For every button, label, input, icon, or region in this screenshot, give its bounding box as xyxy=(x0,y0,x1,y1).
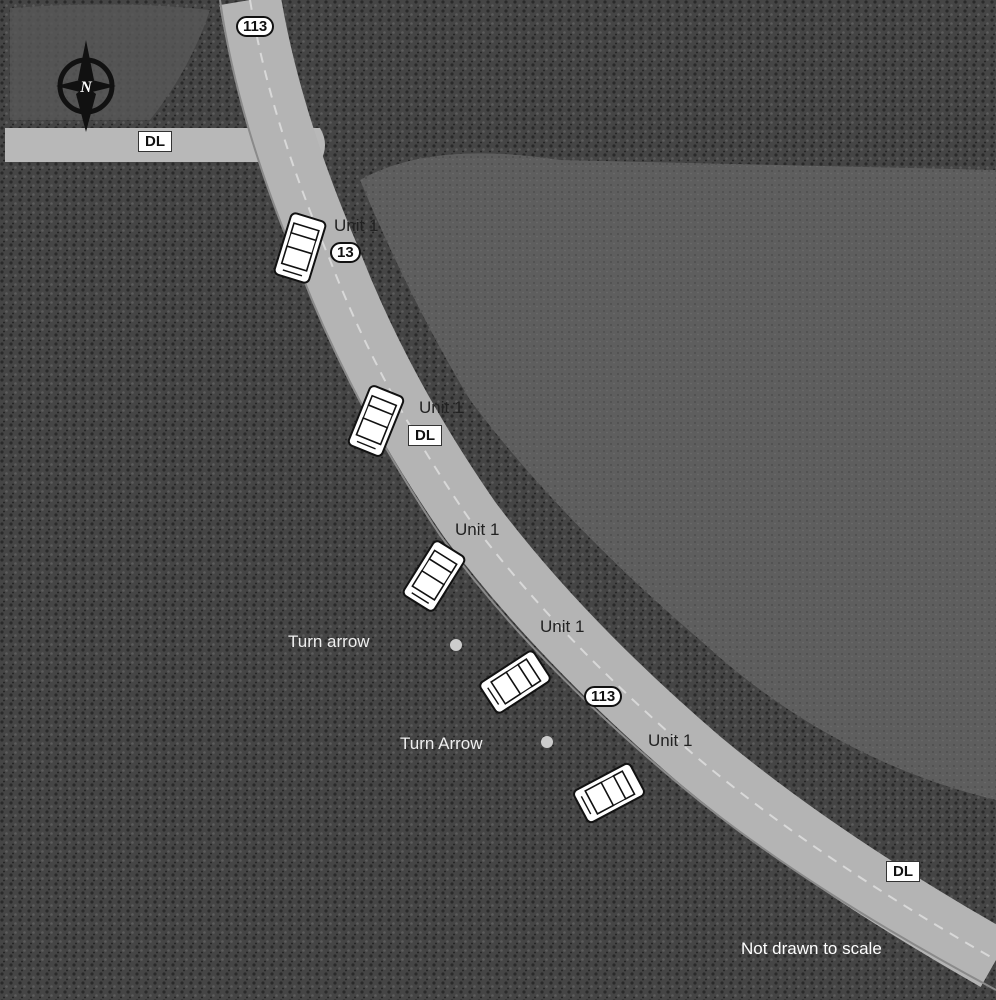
route-shield-113-mid: 113 xyxy=(584,686,623,707)
vehicle-label: Unit 1 xyxy=(540,617,585,636)
route-shield-113-top: 113 xyxy=(236,16,275,37)
scale-footnote: Not drawn to scale xyxy=(741,939,882,958)
dl-label-left: DL xyxy=(138,131,172,152)
road-center-line xyxy=(249,0,996,961)
turn-arrow-label-2: Turn Arrow xyxy=(400,734,483,753)
vehicle-label: Unit 1 xyxy=(455,520,500,539)
vehicle-label: Unit 1 xyxy=(419,398,464,417)
compass-icon: N xyxy=(56,40,116,132)
turn-arrow-label-1: Turn arrow xyxy=(288,632,370,651)
vehicle-label: Unit 1 xyxy=(334,216,379,235)
field-area xyxy=(360,153,996,801)
route-shield-13: 13 xyxy=(330,242,361,263)
dl-label-bottom: DL xyxy=(886,861,920,882)
compass-letter: N xyxy=(79,79,93,96)
dl-label-mid: DL xyxy=(408,425,442,446)
vehicle-label: Unit 1 xyxy=(648,731,693,750)
turn-arrow-marker-1 xyxy=(450,639,462,651)
turn-arrow-marker-2 xyxy=(541,736,553,748)
